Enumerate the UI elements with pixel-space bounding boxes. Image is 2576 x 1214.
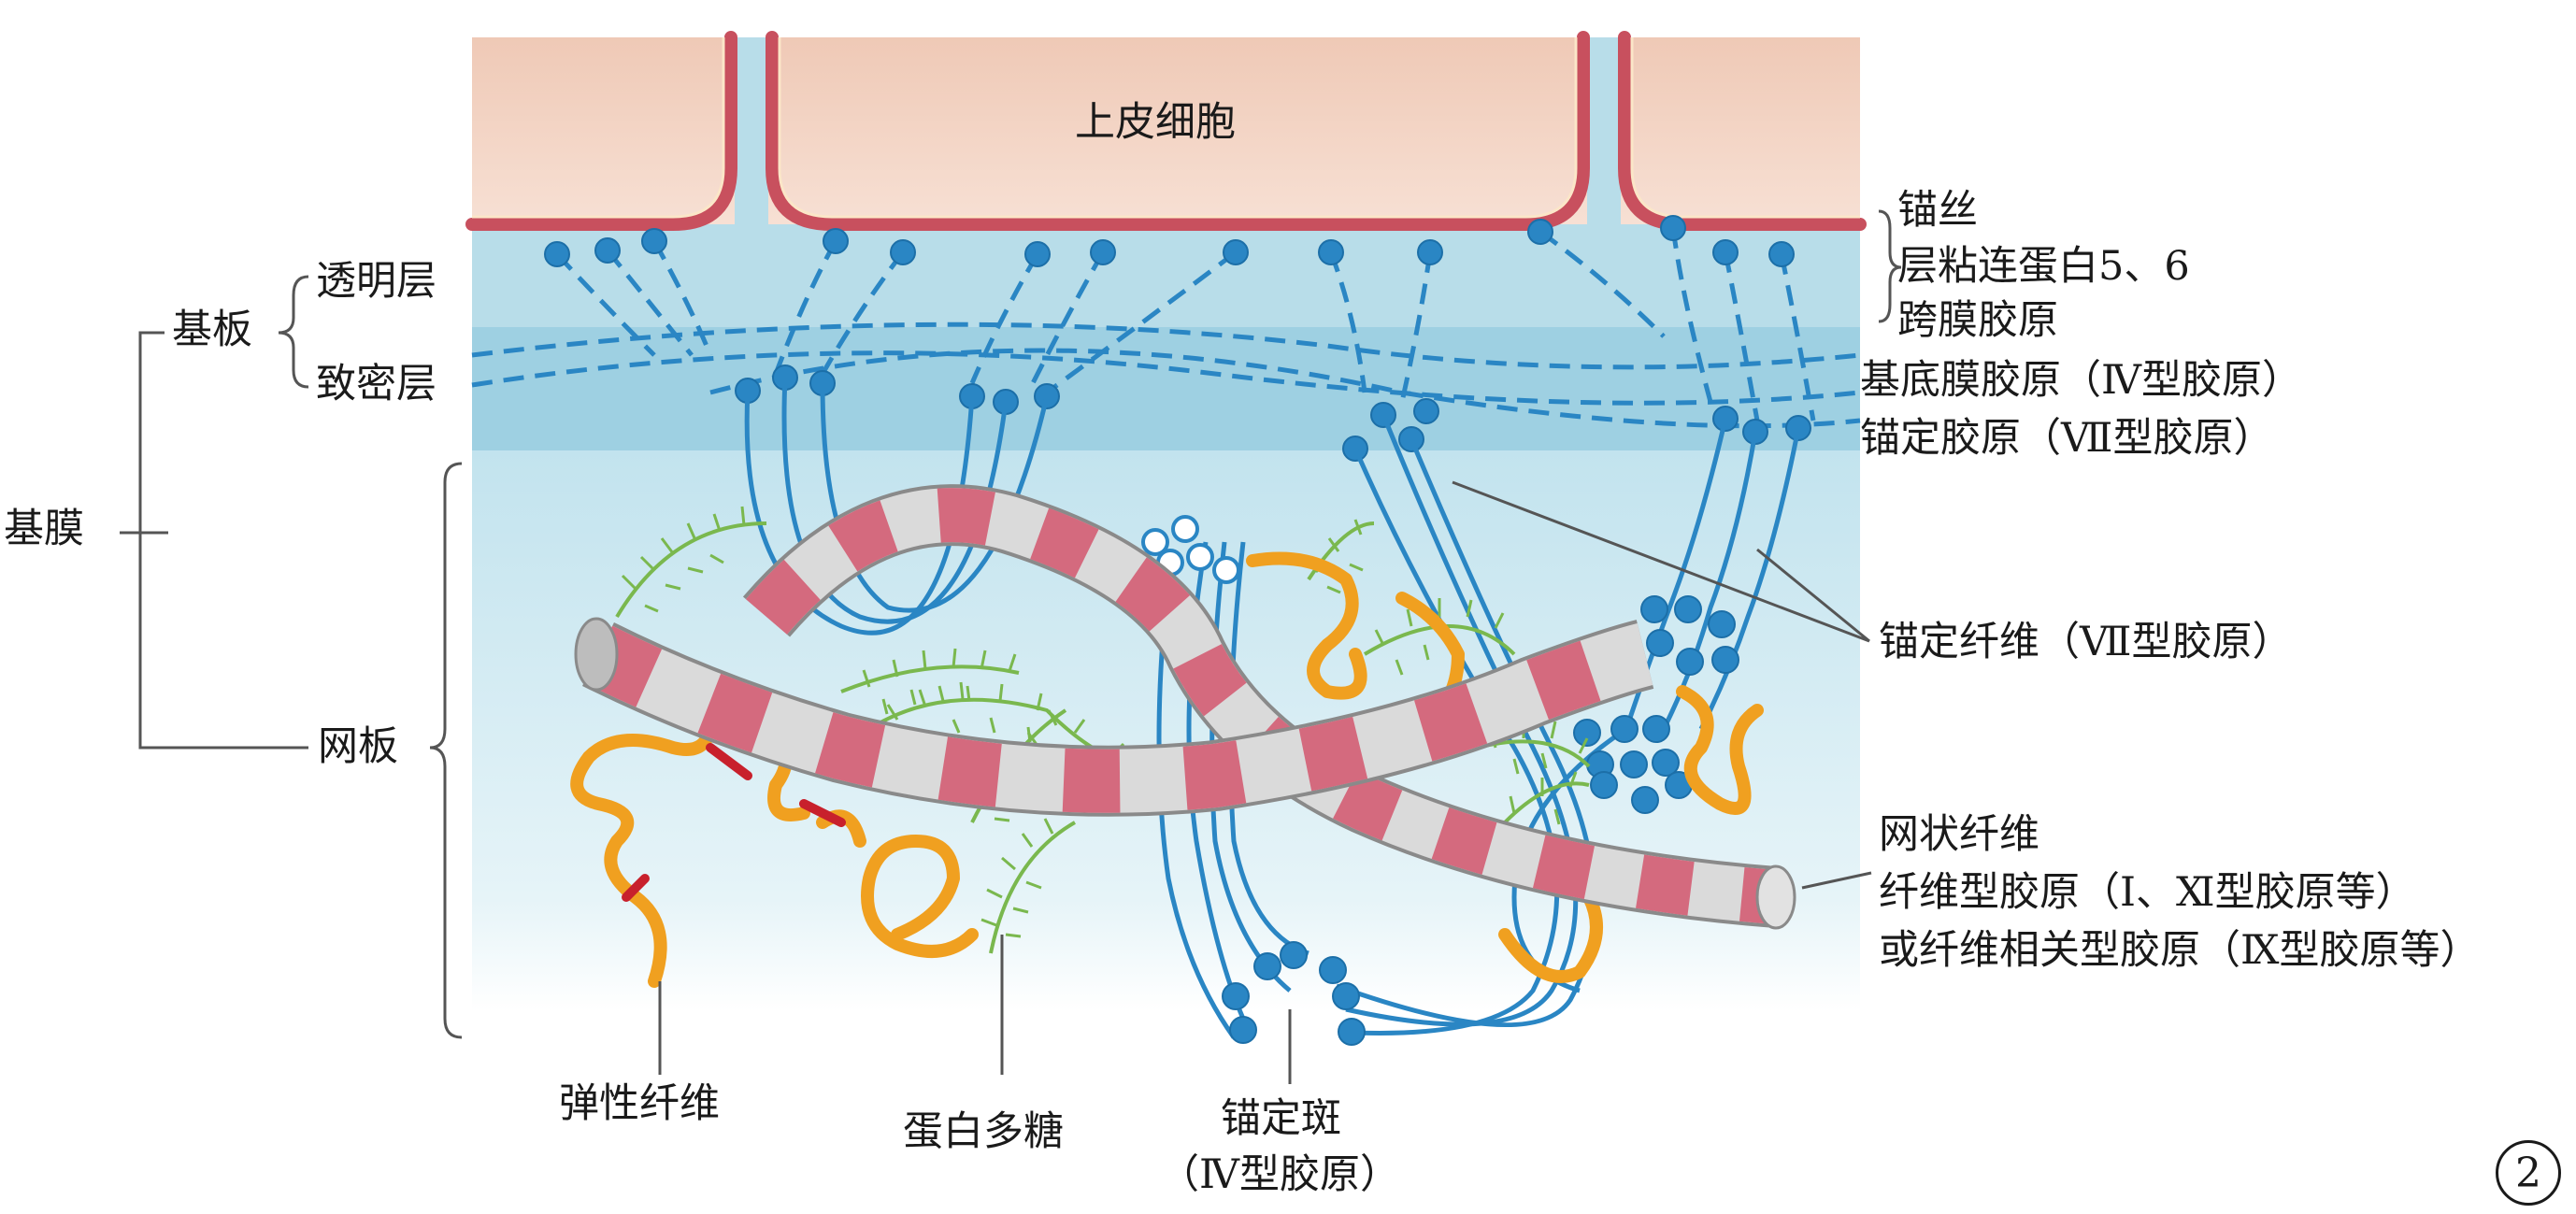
brackets <box>120 209 1902 1039</box>
collagen-fiber-ends <box>574 617 1796 930</box>
open-filament-heads <box>1141 515 1240 584</box>
anchoring-plaque-sub-label: （Ⅳ型胶原） <box>1159 1151 1400 1198</box>
collagen-fiber-1 <box>742 484 1779 928</box>
figure-number: 2 <box>2515 1149 2541 1197</box>
figure-number-badge: 2 <box>2496 1140 2561 1206</box>
anchoring-filaments-label: 锚丝 <box>1897 187 1978 234</box>
anchoring-collagen-label: 锚定胶原（Ⅶ型胶原） <box>1860 415 2274 462</box>
basal-lamina-label: 基板 <box>172 307 252 353</box>
basement-membrane-label: 基膜 <box>4 506 84 552</box>
reticular-fibers-label: 网状纤维 <box>1879 811 2039 858</box>
transmembrane-collagen-label: 跨膜胶原 <box>1897 297 2058 344</box>
fibril-associated-collagen-label: 或纤维相关型胶原（Ⅸ型胶原等） <box>1879 927 2481 974</box>
type4-collagen-label: 基底膜胶原（Ⅳ型胶原） <box>1860 357 2302 404</box>
reticular-lamina-label: 网板 <box>318 723 398 770</box>
lamina-lucida-label: 透明层 <box>316 258 436 305</box>
anchoring-fibrils-label: 锚定纤维（Ⅶ型胶原） <box>1879 619 2293 665</box>
anchoring-plaque-heads <box>1222 595 1739 1046</box>
lamina-lucida-region <box>472 215 1860 327</box>
elastic-crosslinks <box>622 743 846 902</box>
anchoring-plaque-label: 锚定斑 <box>1221 1095 1341 1142</box>
epithelial-cell-label: 上皮细胞 <box>1075 99 1236 146</box>
lamina-densa-region <box>472 327 1860 450</box>
leader-lines <box>658 480 1872 1084</box>
collagen-fiber-2 <box>582 620 1654 817</box>
epithelial-cells <box>465 31 1867 231</box>
proteoglycan-label: 蛋白多糖 <box>903 1108 1064 1155</box>
laminin-label: 层粘连蛋白5、6 <box>1897 243 2190 290</box>
elastic-fibers-label: 弹性纤维 <box>559 1080 720 1127</box>
fibrillar-collagen-label: 纤维型胶原（Ⅰ、Ⅺ型胶原等） <box>1879 869 2416 916</box>
lamina-densa-label: 致密层 <box>316 361 436 407</box>
